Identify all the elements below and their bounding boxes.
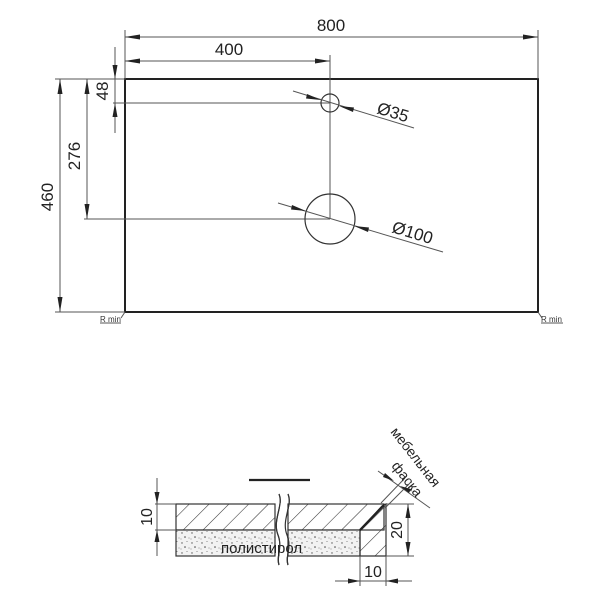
dimension-800-label: 800 bbox=[317, 16, 345, 35]
chamfer-callout: мебельная фаска bbox=[377, 424, 444, 509]
dimension-400: 400 bbox=[125, 40, 330, 64]
top-view: 800 400 48 276 bbox=[38, 16, 563, 324]
hole-100: Ø100 bbox=[277, 193, 444, 253]
corner-radius-left: R min bbox=[100, 311, 126, 324]
dimension-edge-10-label: 10 bbox=[364, 564, 382, 581]
corner-radius-left-label: R min bbox=[100, 315, 121, 324]
corner-radius-right-label: R min bbox=[541, 315, 562, 324]
section-view: полистирол 10 20 10 bbox=[139, 424, 444, 586]
dimension-276: 276 bbox=[65, 79, 90, 219]
corner-radius-right: R min bbox=[537, 311, 563, 324]
dimension-edge-20: 20 bbox=[386, 503, 414, 557]
dimension-800: 800 bbox=[125, 16, 538, 40]
dimension-460: 460 bbox=[38, 79, 63, 312]
polystyrene-core-left bbox=[175, 529, 276, 557]
dimension-400-label: 400 bbox=[215, 40, 243, 59]
polystyrene-core-right bbox=[287, 529, 361, 557]
dimension-layer-10-label: 10 bbox=[139, 508, 156, 526]
dimension-276-label: 276 bbox=[65, 142, 84, 170]
polystyrene-label: полистирол bbox=[221, 540, 302, 557]
dimension-460-label: 460 bbox=[38, 183, 57, 211]
dimension-layer-10: 10 bbox=[139, 478, 176, 556]
dimension-edge-20-label: 20 bbox=[389, 521, 406, 539]
dimension-48-label: 48 bbox=[93, 82, 112, 101]
dimension-48: 48 bbox=[93, 47, 118, 133]
hole-35-label: Ø35 bbox=[375, 99, 411, 127]
dimension-edge-10: 10 bbox=[335, 556, 412, 586]
countertop-outline bbox=[124, 78, 539, 313]
hole-35: Ø35 bbox=[292, 90, 415, 129]
